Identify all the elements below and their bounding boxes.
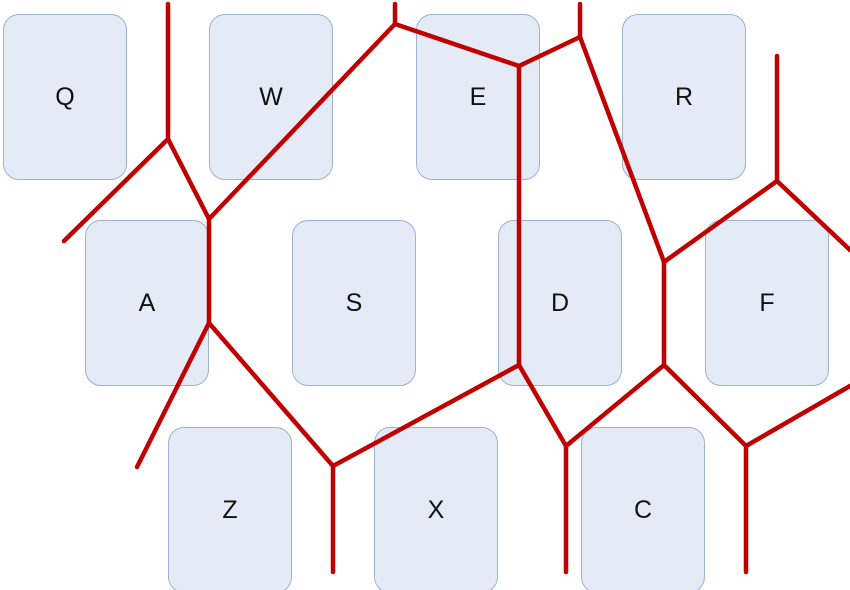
key-label: S <box>345 288 363 317</box>
key-d: D <box>498 220 622 386</box>
key-label: W <box>259 82 283 111</box>
key-label: Z <box>222 495 238 524</box>
key-x: X <box>374 427 498 590</box>
voronoi-edge <box>165 136 212 222</box>
key-label: R <box>674 82 694 111</box>
key-label: C <box>633 495 653 524</box>
key-z: Z <box>168 427 292 590</box>
key-label: A <box>138 288 156 317</box>
key-c: C <box>581 427 705 590</box>
key-f: F <box>705 220 829 386</box>
key-label: D <box>550 288 570 317</box>
key-r: R <box>622 14 746 180</box>
key-label: E <box>469 82 487 111</box>
key-a: A <box>85 220 209 386</box>
key-s: S <box>292 220 416 386</box>
key-label: X <box>427 495 445 524</box>
key-label: F <box>759 288 775 317</box>
voronoi-edge <box>743 383 850 449</box>
key-e: E <box>416 14 540 180</box>
key-label: Q <box>55 82 75 111</box>
key-w: W <box>209 14 333 180</box>
key-q: Q <box>3 14 127 180</box>
